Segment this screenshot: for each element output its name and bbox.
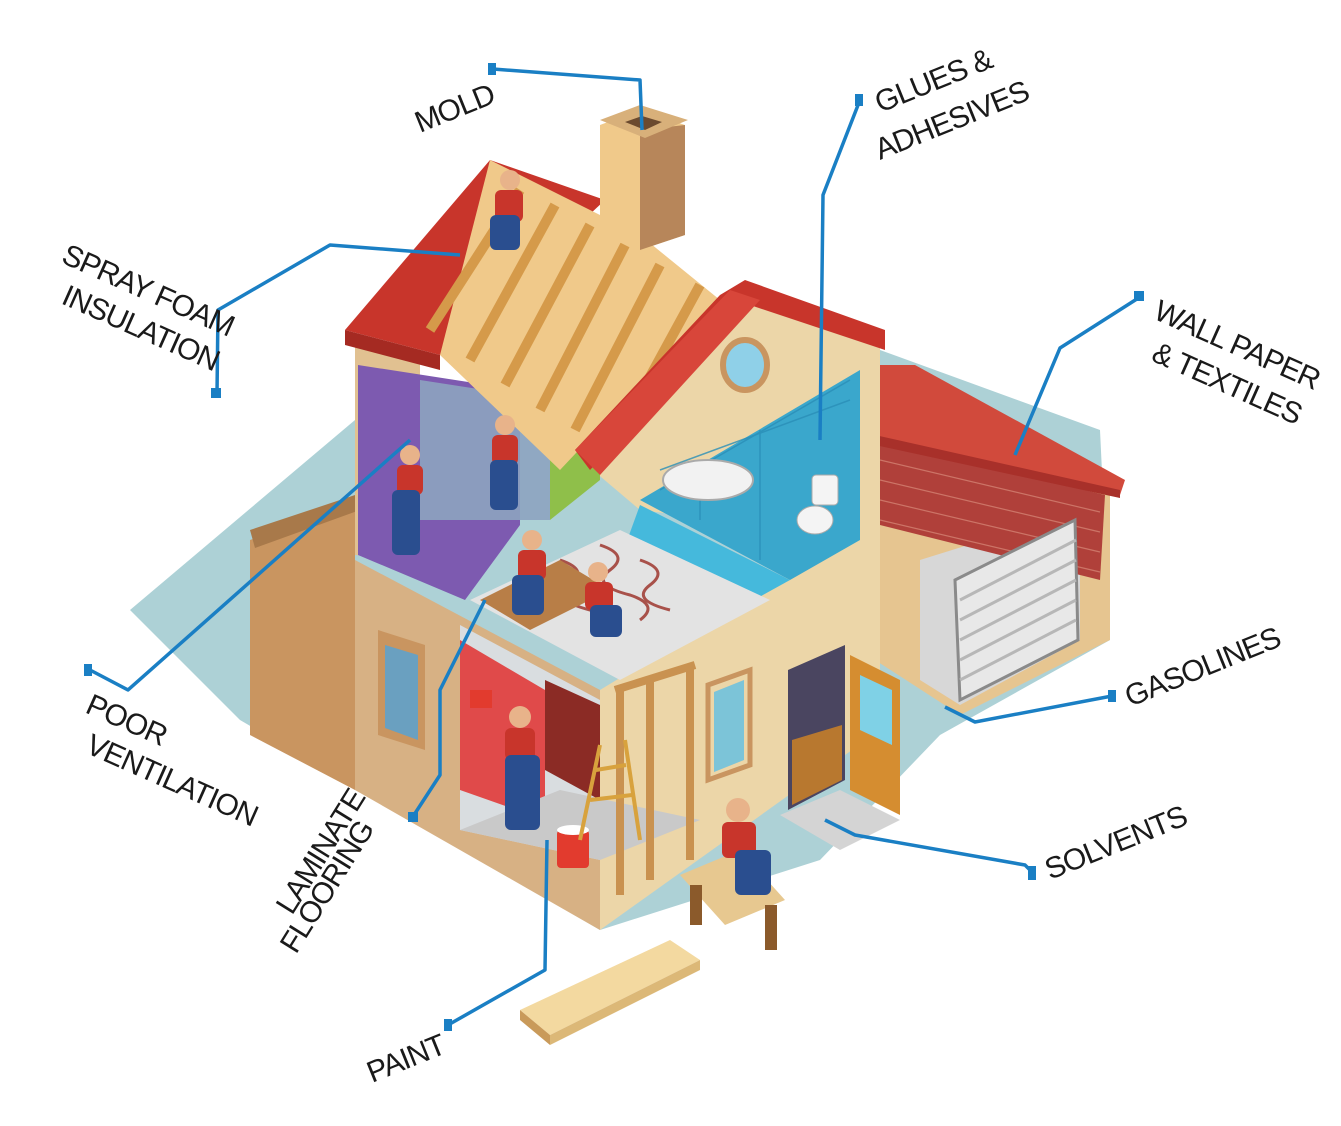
label-poor-line2: VENTILATION [81, 728, 262, 833]
worker-bench [722, 798, 771, 895]
worker-window-left [392, 445, 423, 555]
leader-gasolines [944, 694, 1113, 724]
leader-laminate [410, 599, 487, 819]
leader-glues [818, 99, 862, 441]
lumber-stack [520, 940, 700, 1045]
label-mold: MOLD [410, 78, 499, 140]
leader-paint [447, 839, 549, 1027]
worker-painter [470, 690, 540, 830]
label-solvents: SOLVENTS [1040, 800, 1191, 887]
door [780, 645, 900, 850]
leader-lines [84, 63, 1144, 1031]
windows [378, 630, 753, 784]
worker-floor-2 [585, 562, 622, 637]
worker-window-right [490, 415, 518, 510]
leader-spray [215, 243, 461, 395]
label-gasolines: GASOLINES [1120, 621, 1285, 713]
workbench [680, 850, 785, 950]
worker-roof [490, 170, 523, 250]
left-annex [250, 495, 360, 790]
worker-floor-1 [512, 530, 546, 615]
roof [345, 160, 885, 475]
chimney [600, 105, 688, 250]
garage [875, 365, 1125, 715]
label-paint: PAINT [362, 1028, 450, 1089]
leader-poor [89, 438, 412, 692]
leader-mold [492, 67, 644, 131]
leader-wall [1013, 295, 1141, 456]
workers [392, 170, 771, 895]
